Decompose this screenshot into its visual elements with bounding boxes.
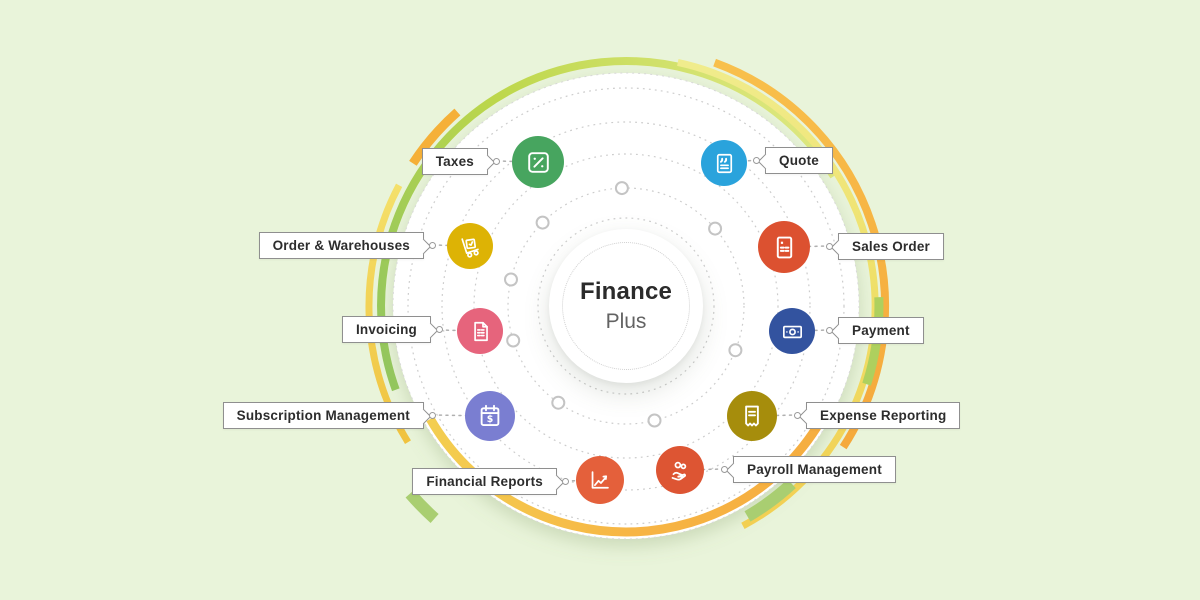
feature-tag-subscription-management: Subscription Management: [222, 402, 436, 429]
feature-label: Sales Order: [852, 239, 930, 254]
banknote-icon: [769, 308, 815, 354]
tag-eyelet: [753, 157, 760, 164]
orbit-nodes: [504, 181, 743, 428]
orbit-node: [504, 272, 518, 287]
invoice-document-icon: [457, 308, 503, 354]
orbit-rings: [407, 87, 845, 525]
orbit-node: [728, 343, 743, 358]
orbit-node: [614, 181, 629, 196]
percent-document-icon-glyph: [527, 151, 549, 173]
receipt-icon: [727, 391, 777, 441]
orbit-node: [506, 333, 521, 348]
feature-label: Taxes: [435, 154, 474, 169]
calendar-dollar-icon-glyph: $: [480, 404, 500, 426]
arc-green-top: [377, 57, 838, 392]
tag-eyelet: [826, 243, 833, 250]
arc-orange-right: [713, 58, 890, 450]
feature-tag-financial-reports: Financial Reports: [412, 468, 569, 495]
center-hub: Finance Plus: [549, 229, 703, 383]
orbit-node: [647, 413, 662, 428]
tag-eyelet: [429, 242, 436, 249]
tag-eyelet: [794, 412, 801, 419]
percent-document-icon: [512, 136, 564, 188]
decor-arcs: [365, 57, 890, 537]
arc-green-bottomright: [744, 479, 796, 522]
sales-document-icon-glyph: [776, 236, 792, 258]
feature-label: Payroll Management: [747, 462, 882, 477]
feature-label: Financial Reports: [426, 474, 543, 489]
svg-text:$: $: [487, 414, 494, 425]
banknote-icon-glyph: [782, 325, 802, 338]
orbit-node: [535, 215, 550, 230]
receipt-icon-glyph: [745, 405, 759, 427]
feature-tag-sales-order: Sales Order: [826, 233, 944, 260]
tag-eyelet: [826, 327, 833, 334]
hand-truck-icon: [447, 223, 493, 269]
quote-document-icon-glyph: [716, 153, 732, 173]
orbit-node: [551, 395, 566, 410]
line-chart-icon-glyph: [591, 471, 609, 489]
feature-tag-invoicing: Invoicing: [341, 316, 443, 343]
tag-eyelet: [429, 412, 436, 419]
feature-tag-payment: Payment: [826, 317, 924, 344]
people-hand-icon: [656, 446, 704, 494]
tag-eyelet: [721, 466, 728, 473]
feature-tag-taxes: Taxes: [421, 148, 500, 175]
quote-document-icon: [701, 140, 747, 186]
arc-green-bottomleft: [405, 489, 439, 523]
line-chart-icon: [576, 456, 624, 504]
feature-label: Subscription Management: [236, 408, 410, 423]
invoice-document-icon-glyph: [473, 321, 488, 341]
tag-eyelet: [436, 326, 443, 333]
hand-truck-icon-glyph: [460, 237, 479, 258]
tag-eyelet: [562, 478, 569, 485]
people-hand-icon-glyph: [671, 461, 687, 481]
sales-document-icon: [758, 221, 810, 273]
feature-label: Expense Reporting: [820, 408, 947, 423]
arc-orange-topleft: [409, 108, 461, 166]
feature-label: Invoicing: [355, 322, 417, 337]
feature-tag-quote: Quote: [753, 147, 833, 174]
feature-label: Quote: [779, 153, 819, 168]
feature-label: Order & Warehouses: [272, 238, 410, 253]
feature-tag-expense-reporting: Expense Reporting: [794, 402, 961, 429]
feature-label: Payment: [852, 323, 910, 338]
tag-eyelet: [493, 158, 500, 165]
orbit-node: [708, 221, 723, 236]
feature-tag-payroll-management: Payroll Management: [721, 456, 896, 483]
connector-line: [432, 244, 471, 247]
feature-tag-order-warehouses: Order & Warehouses: [258, 232, 436, 259]
center-dotted-ring: [562, 242, 690, 370]
calendar-dollar-icon: $: [465, 391, 515, 441]
